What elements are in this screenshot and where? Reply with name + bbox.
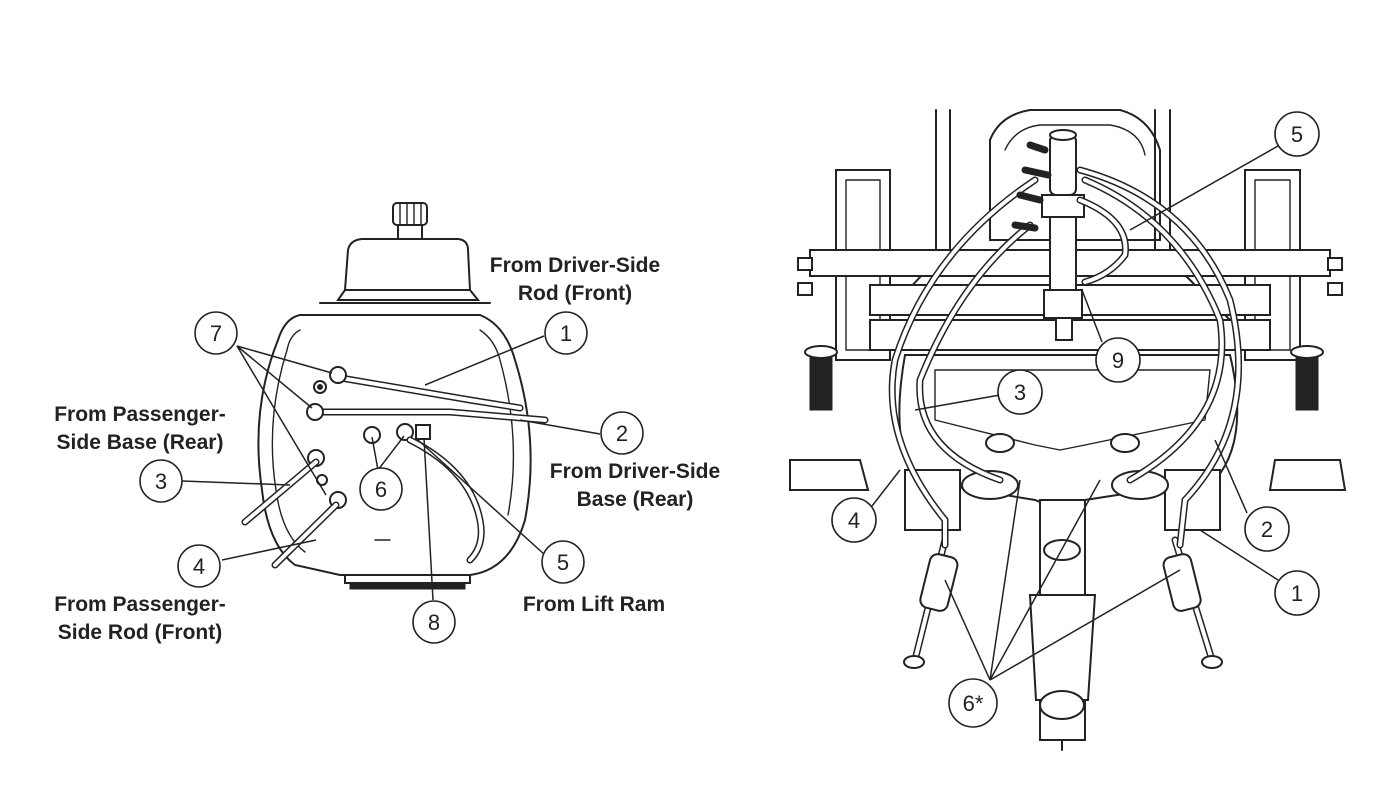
- callout-3: 3: [139, 459, 183, 503]
- callout-r9: 9: [1095, 337, 1141, 383]
- svg-text:9: 9: [1112, 348, 1124, 373]
- label-driver-base-rear-1: From Driver-Side: [550, 460, 720, 483]
- left-pump-assembly: [241, 202, 549, 590]
- label-passenger-base-rear-2: Side Base (Rear): [57, 431, 224, 454]
- callout-6: 6: [359, 467, 403, 511]
- svg-text:4: 4: [848, 508, 860, 533]
- svg-text:3: 3: [155, 469, 167, 494]
- svg-text:7: 7: [210, 321, 222, 346]
- callout-r2: 2: [1244, 506, 1290, 552]
- right-leader-lines: [871, 145, 1279, 681]
- label-driver-base-rear-2: Base (Rear): [577, 488, 694, 511]
- label-lift-ram: From Lift Ram: [523, 593, 665, 616]
- svg-text:2: 2: [1261, 517, 1273, 542]
- callout-8: 8: [412, 600, 456, 644]
- right-plow-frame: [789, 109, 1347, 751]
- right-hose-routing: [888, 141, 1243, 549]
- svg-text:2: 2: [616, 421, 628, 446]
- callout-2: 2: [600, 411, 644, 455]
- svg-text:8: 8: [428, 610, 440, 635]
- callout-5: 5: [541, 540, 585, 584]
- svg-text:1: 1: [560, 321, 572, 346]
- label-driver-rod-front-2: Rod (Front): [518, 282, 632, 305]
- callout-1: 1: [544, 311, 588, 355]
- label-passenger-rod-front-1: From Passenger-: [54, 593, 226, 616]
- svg-text:4: 4: [193, 554, 205, 579]
- label-passenger-rod-front-2: Side Rod (Front): [58, 621, 222, 644]
- svg-text:1: 1: [1291, 581, 1303, 606]
- svg-text:5: 5: [1291, 122, 1303, 147]
- callout-r3: 3: [997, 369, 1043, 415]
- label-passenger-base-rear-1: From Passenger-: [54, 403, 226, 426]
- svg-text:3: 3: [1014, 380, 1026, 405]
- callout-7: 7: [194, 311, 238, 355]
- callout-r4: 4: [831, 497, 877, 543]
- callout-4: 4: [177, 544, 221, 588]
- svg-text:6*: 6*: [963, 691, 984, 716]
- label-driver-rod-front-1: From Driver-Side: [490, 254, 660, 277]
- svg-text:5: 5: [557, 550, 569, 575]
- svg-text:6: 6: [375, 477, 387, 502]
- callout-r6-star: 6*: [948, 678, 998, 728]
- callout-r1: 1: [1274, 570, 1320, 616]
- callout-r5: 5: [1274, 111, 1320, 157]
- left-leader-lines: [181, 335, 601, 601]
